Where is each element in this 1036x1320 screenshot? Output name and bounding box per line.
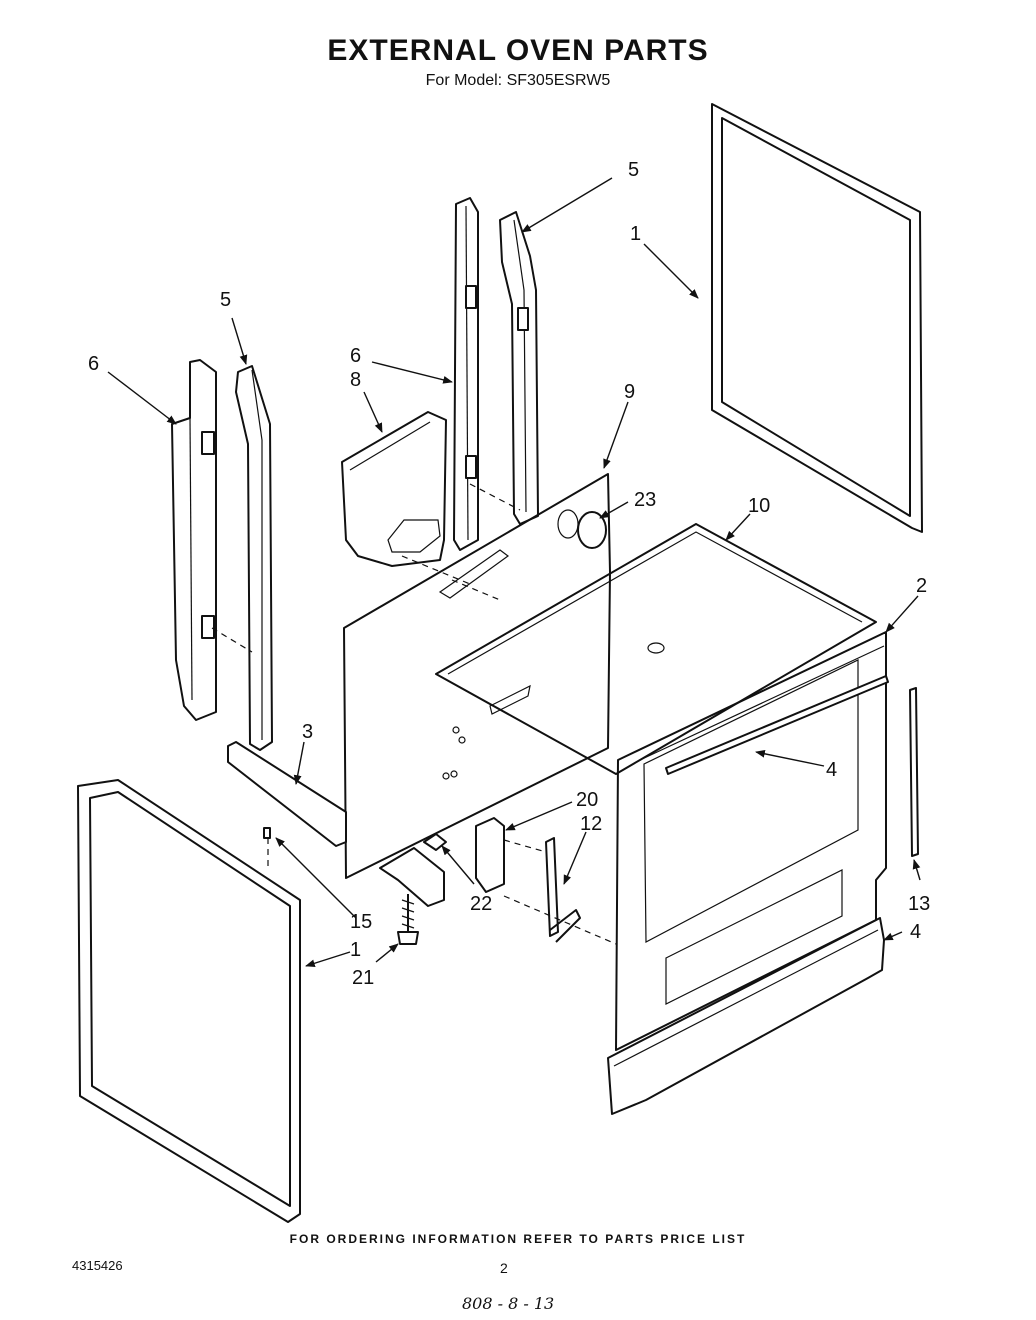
center-side-strip-part <box>453 197 479 551</box>
callout-1-front: 1 <box>350 939 361 961</box>
callout-12: 12 <box>580 813 602 835</box>
assembly-guide-line <box>469 483 521 511</box>
ordering-note: FOR ORDERING INFORMATION REFER TO PARTS … <box>289 1232 747 1246</box>
assembly-guide-line <box>451 579 501 601</box>
leader-line <box>231 317 248 365</box>
leader-line <box>363 391 383 433</box>
leader-line <box>371 361 453 384</box>
leader-line <box>441 845 475 885</box>
callout-9: 9 <box>624 381 635 403</box>
leader-line <box>755 749 825 767</box>
leader-line <box>521 177 613 233</box>
front-frame-part <box>77 779 301 1223</box>
leader-line <box>643 243 699 299</box>
leader-line <box>563 831 587 885</box>
callout-10: 10 <box>748 495 770 517</box>
grommet-part <box>577 511 607 549</box>
page-number: 2 <box>500 1260 508 1276</box>
side-trim-strip-part <box>909 687 919 857</box>
callout-20: 20 <box>576 789 598 811</box>
callout-21: 21 <box>352 967 374 989</box>
callout-3: 3 <box>302 721 313 743</box>
callout-5-right: 5 <box>628 159 639 181</box>
callout-4-lower: 4 <box>910 921 921 943</box>
side-bracket-part <box>475 817 505 893</box>
callout-5-left: 5 <box>220 289 231 311</box>
leader-line <box>725 513 751 541</box>
callout-1-rear: 1 <box>630 223 641 245</box>
page-title: EXTERNAL OVEN PARTS <box>327 34 709 67</box>
assembly-guide-line <box>401 555 471 585</box>
callout-8: 8 <box>350 369 361 391</box>
assembly-guide-line <box>503 895 617 945</box>
model-subtitle: For Model: SF305ESRW5 <box>425 72 611 89</box>
center-side-brace-part <box>499 211 539 525</box>
left-side-brace-part <box>235 365 273 751</box>
callout-15: 15 <box>350 911 372 933</box>
leader-line <box>305 951 351 968</box>
upper-trim-strip-part <box>665 675 889 775</box>
callout-4-upper: 4 <box>826 759 837 781</box>
leader-line <box>275 837 357 919</box>
top-panel-part <box>435 523 877 775</box>
callout-2: 2 <box>916 575 927 597</box>
callout-6-left: 6 <box>88 353 99 375</box>
callout-23: 23 <box>634 489 656 511</box>
leader-line <box>505 801 573 831</box>
screw-part <box>263 827 271 839</box>
leader-line <box>885 595 919 633</box>
leader-line <box>293 741 305 785</box>
leader-line <box>107 371 177 425</box>
callout-6-center: 6 <box>350 345 361 367</box>
bottom-rail-part <box>227 741 347 847</box>
left-side-strip-part <box>171 359 217 721</box>
document-number: 4315426 <box>72 1258 123 1273</box>
leader-line <box>599 501 629 519</box>
rear-frame-part <box>711 103 923 533</box>
clip-part <box>423 833 447 851</box>
heat-deflector-part <box>341 411 447 567</box>
leader-line <box>603 401 629 469</box>
hinge-part <box>545 837 581 943</box>
callout-22: 22 <box>470 893 492 915</box>
leader-line <box>883 931 903 941</box>
leg-bracket-part <box>379 847 445 907</box>
leader-line <box>912 859 921 881</box>
assembly-guide-line <box>211 627 253 653</box>
assembly-guide-line <box>503 839 547 853</box>
kick-plate-part <box>607 917 885 1115</box>
leader-line <box>375 943 399 963</box>
callout-13: 13 <box>908 893 930 915</box>
leveling-leg-part <box>397 894 419 945</box>
handwritten-note: 808 - 8 - 13 <box>462 1294 555 1313</box>
